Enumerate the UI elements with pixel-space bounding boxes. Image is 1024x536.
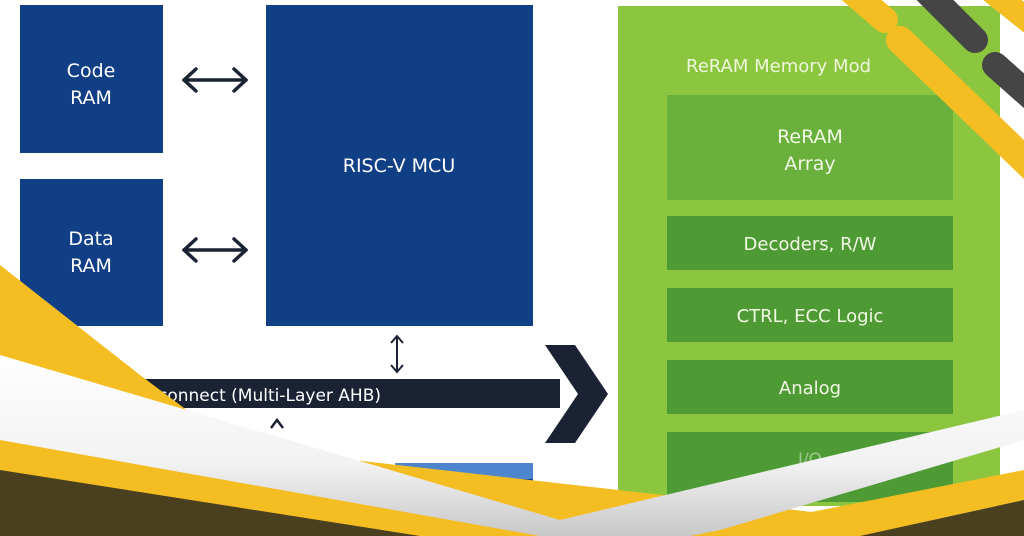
- module-title: ReRAM Memory Mod: [686, 56, 871, 77]
- ctrl-ecc-block: [667, 288, 953, 342]
- code-ram-label-1: Code: [67, 60, 116, 82]
- mcu-block: RISC-V MCU: [266, 5, 533, 326]
- analog-label: Analog: [779, 378, 841, 399]
- interconnect-bus: connect (Multi-Layer AHB): [120, 345, 608, 443]
- decoders-label: Decoders, R/W: [744, 234, 877, 255]
- code-ram-mcu-arrow-icon: [182, 67, 248, 93]
- decorative-stripes-top-right: [841, 0, 1024, 180]
- code-ram-label-2: RAM: [70, 87, 112, 109]
- ctrl-ecc-label: CTRL, ECC Logic: [737, 306, 884, 327]
- analog-block: [667, 360, 953, 414]
- data-ram-label-2: RAM: [70, 255, 112, 277]
- reram-array-label-2: Array: [784, 153, 835, 175]
- decoders-block: [667, 216, 953, 270]
- reram-array-block: [667, 95, 953, 200]
- up-arrow-icon: [270, 417, 284, 429]
- code-ram-block: Code RAM: [20, 5, 163, 153]
- bus-label: connect (Multi-Layer AHB): [158, 386, 381, 406]
- reram-array-label-1: ReRAM: [777, 126, 843, 148]
- mcu-label: RISC-V MCU: [343, 155, 455, 177]
- data-ram-label-1: Data: [68, 228, 113, 250]
- decorative-stripes-bottom: [0, 265, 1024, 536]
- reram-memory-module: ReRAM Memory Mod ReRAM Array Decoders, R…: [618, 6, 1000, 506]
- mcu-bus-arrow-icon: [390, 334, 404, 374]
- data-ram-mcu-arrow-icon: [182, 237, 248, 263]
